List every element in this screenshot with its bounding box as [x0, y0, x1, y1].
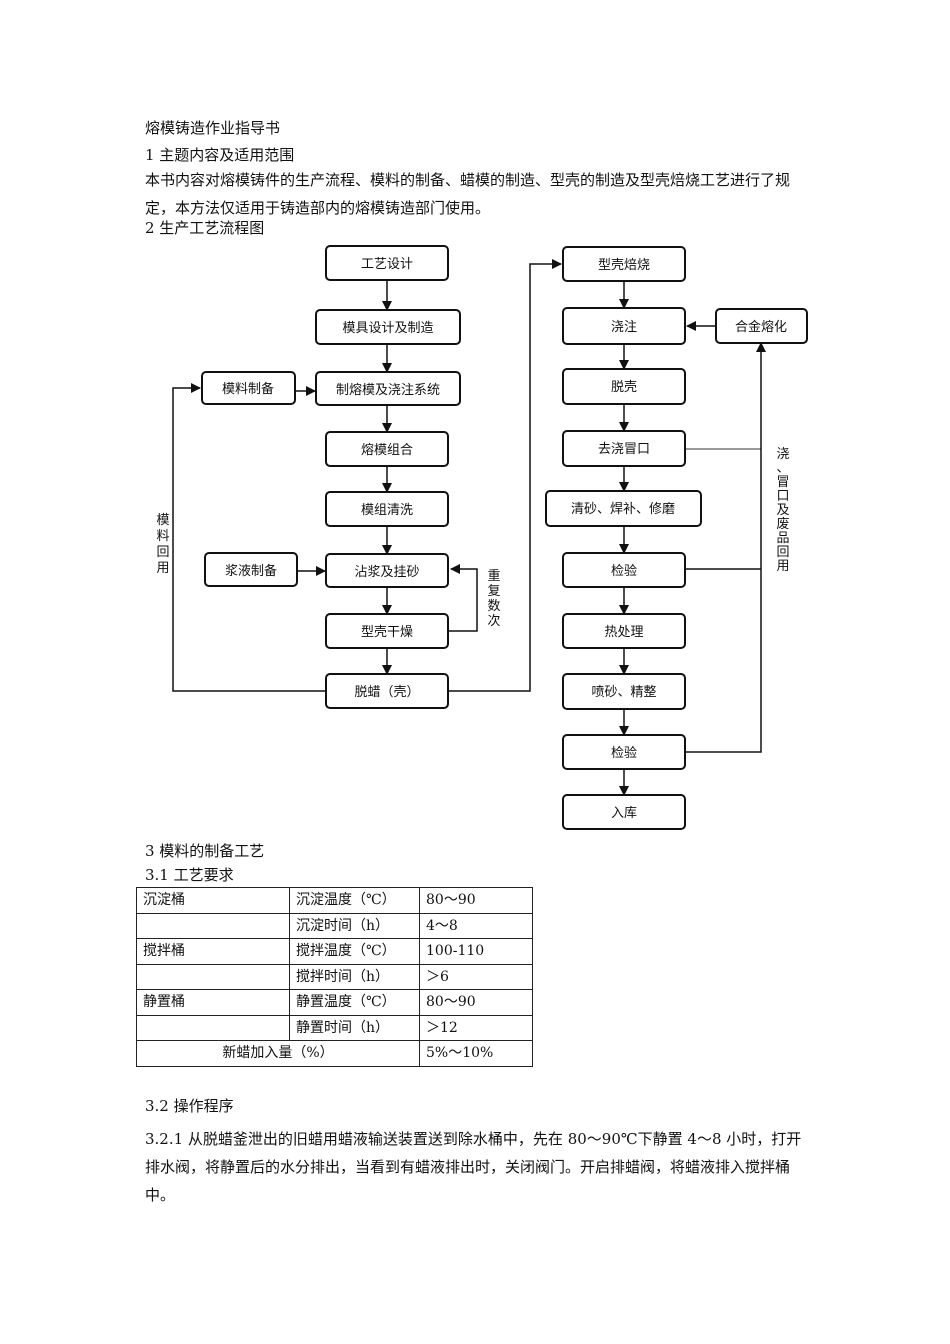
table-cell-new-wax-label: 新蜡加入量（%）	[136, 1040, 420, 1067]
svg-text:模料回用: 模料回用	[156, 513, 169, 576]
table-row: 搅拌时间（h）＞6	[136, 963, 533, 990]
box-slurry-preparation: 浆液制备	[204, 552, 298, 587]
svg-text:入库: 入库	[611, 805, 637, 821]
repeat-loop-line	[448, 564, 478, 632]
table-cell-value: ＞12	[419, 1014, 533, 1041]
svg-text:浆液制备: 浆液制备	[225, 563, 277, 579]
box-dipping-stuccoing: 沾浆及挂砂	[325, 553, 449, 588]
svg-text:模具设计及制造: 模具设计及制造	[342, 321, 433, 336]
table-cell-param: 静置时间（h）	[289, 1014, 420, 1041]
process-flow-diagram: 工艺设计 模具设计及制造 模料制备 制熔模及浇注系统 熔模组合 模组清洗 浆液制…	[0, 230, 950, 840]
section-1-heading: 1 主题内容及适用范围	[145, 146, 295, 164]
box-process-design: 工艺设计	[325, 245, 449, 281]
recycle-line-main	[685, 342, 766, 753]
table-cell-group: 静置桶	[136, 989, 290, 1016]
box-warehousing: 入库	[562, 794, 686, 830]
label-gate-scrap-recycle: 浇、冒口及废品回用	[776, 447, 789, 574]
svg-text:清砂、焊补、修磨: 清砂、焊补、修磨	[571, 501, 675, 517]
section-3-1-heading: 3.1 工艺要求	[145, 866, 234, 884]
table-cell-group	[136, 963, 290, 990]
box-blasting-finishing: 喷砂、精整	[562, 673, 686, 710]
box-shell-drying: 型壳干燥	[325, 613, 449, 649]
svg-text:去浇冒口: 去浇冒口	[598, 442, 650, 457]
table-cell-group	[136, 912, 290, 939]
svg-text:型壳干燥: 型壳干燥	[361, 625, 413, 640]
svg-text:热处理: 热处理	[604, 625, 643, 640]
table-row: 沉淀时间（h）4～8	[136, 912, 533, 939]
table-cell-new-wax-value: 5%～10%	[419, 1040, 533, 1067]
box-degating: 去浇冒口	[562, 430, 686, 467]
doc-title: 熔模铸造作业指导书	[145, 119, 281, 137]
box-pattern-assembly: 熔模组合	[325, 431, 449, 467]
table-cell-param: 沉淀温度（℃）	[289, 887, 420, 914]
table-cell-param: 沉淀时间（h）	[289, 912, 420, 939]
box-inspection-1: 检验	[562, 552, 686, 588]
table-cell-group	[136, 1014, 290, 1041]
box-pouring: 浇注	[562, 307, 686, 345]
svg-text:模料制备: 模料制备	[222, 381, 274, 397]
table-row: 沉淀桶沉淀温度（℃）80～90	[136, 887, 533, 914]
table-cell-group: 搅拌桶	[136, 938, 290, 965]
svg-text:检验: 检验	[611, 563, 637, 579]
box-wax-pattern-making: 制熔模及浇注系统	[315, 371, 461, 406]
section-2-heading: 2 生产工艺流程图	[145, 219, 265, 237]
box-cleaning-welding-grinding: 清砂、焊补、修磨	[545, 490, 702, 527]
svg-text:浇注: 浇注	[611, 320, 637, 335]
section-3-2-1-paragraph: 3.2.1 从脱蜡釜泄出的旧蜡用蜡液输送装置送到除水桶中，先在 80～90℃下静…	[145, 1130, 802, 1204]
table-row: 静置时间（h）＞12	[136, 1014, 533, 1041]
box-shakeout: 脱壳	[562, 368, 686, 405]
section-3-2-heading: 3.2 操作程序	[145, 1097, 234, 1115]
box-dewaxing: 脱蜡（壳）	[325, 673, 449, 709]
svg-text:脱壳: 脱壳	[611, 380, 637, 395]
svg-text:工艺设计: 工艺设计	[361, 257, 413, 272]
table-cell-value: 4～8	[419, 912, 533, 939]
box-cluster-cleaning: 模组清洗	[325, 491, 449, 527]
svg-text:型壳焙烧: 型壳焙烧	[598, 258, 650, 273]
section-3-heading: 3 模料的制备工艺	[145, 842, 265, 860]
table-row: 静置桶静置温度（℃）80～90	[136, 989, 533, 1016]
section-1-paragraph: 本书内容对熔模铸件的生产流程、模料的制备、蜡模的制造、型壳的制造及型壳焙烧工艺进…	[145, 171, 791, 217]
table-cell-value: 80～90	[419, 887, 533, 914]
wax-recycle-line	[172, 383, 326, 692]
box-inspection-2: 检验	[562, 734, 686, 770]
box-mold-design: 模具设计及制造	[315, 309, 461, 345]
svg-text:沾浆及挂砂: 沾浆及挂砂	[354, 565, 419, 580]
svg-text:熔模组合: 熔模组合	[361, 443, 413, 458]
svg-text:模组清洗: 模组清洗	[361, 503, 413, 518]
svg-text:合金熔化: 合金熔化	[735, 319, 787, 335]
svg-text:重复数次: 重复数次	[487, 568, 500, 629]
box-alloy-melting: 合金熔化	[715, 308, 808, 344]
label-wax-recycle: 模料回用	[156, 513, 169, 576]
table-row: 新蜡加入量（%）5%～10%	[136, 1040, 533, 1067]
box-wax-preparation: 模料制备	[201, 371, 296, 405]
label-repeat-several-times: 重复数次	[487, 568, 500, 629]
table-cell-group: 沉淀桶	[136, 887, 290, 914]
svg-text:脱蜡（壳）: 脱蜡（壳）	[354, 685, 419, 700]
table-cell-value: 100-110	[419, 938, 533, 965]
table-cell-value: ＞6	[419, 963, 533, 990]
table-cell-param: 搅拌温度（℃）	[289, 938, 420, 965]
arrow-dewax-to-roast	[448, 259, 562, 692]
table-cell-param: 静置温度（℃）	[289, 989, 420, 1016]
table-cell-param: 搅拌时间（h）	[289, 963, 420, 990]
svg-text:制熔模及浇注系统: 制熔模及浇注系统	[336, 383, 440, 398]
table-row: 搅拌桶搅拌温度（℃）100-110	[136, 938, 533, 965]
svg-text:喷砂、精整: 喷砂、精整	[591, 685, 656, 700]
box-heat-treatment: 热处理	[562, 613, 686, 649]
svg-text:检验: 检验	[611, 745, 637, 761]
box-shell-roasting: 型壳焙烧	[562, 246, 686, 282]
svg-text:浇、冒口及废品回用: 浇、冒口及废品回用	[776, 447, 789, 574]
table-cell-value: 80～90	[419, 989, 533, 1016]
